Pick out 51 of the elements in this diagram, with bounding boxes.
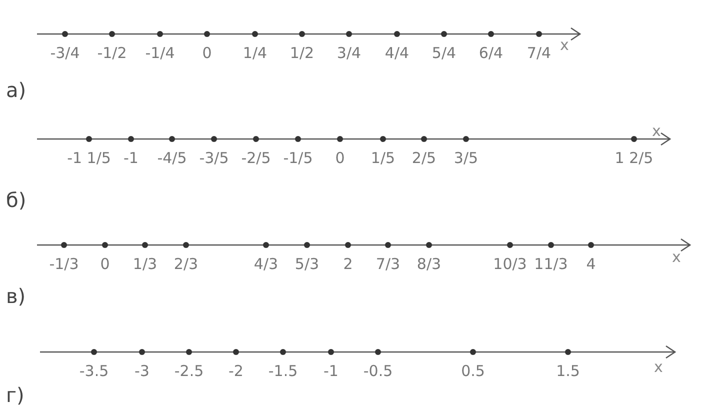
tick-label: 1/5 — [370, 151, 396, 166]
tick-label: 4/4 — [384, 46, 410, 61]
part-label: г) — [6, 385, 24, 405]
tick-label: -4/5 — [157, 151, 187, 166]
tick-label: -3/5 — [199, 151, 229, 166]
tick-label: -3/4 — [50, 46, 80, 61]
tick-label: 2 — [343, 257, 353, 272]
axis-label: x — [672, 250, 681, 265]
tick-label: -2.5 — [174, 364, 204, 379]
tick-label: 0 — [335, 151, 345, 166]
tick-label: -1 — [124, 151, 138, 166]
tick-label: -1/3 — [49, 257, 79, 272]
tick-label: -2 — [228, 364, 244, 379]
tick-label: 0 — [202, 46, 212, 61]
tick-label: 4/3 — [254, 257, 278, 272]
part-label: а) — [6, 80, 26, 100]
axis-label: x — [560, 38, 569, 53]
axis-label: x — [652, 124, 661, 139]
tick-label: 4 — [586, 257, 596, 272]
tick-label: 2/3 — [174, 257, 198, 272]
tick-label: -1 — [324, 364, 338, 379]
tick-label: 6/4 — [478, 46, 504, 61]
tick-label: 10/3 — [493, 257, 527, 272]
tick-label: -0.5 — [363, 364, 393, 379]
tick-label: -3 — [134, 364, 150, 379]
tick-label: -1/5 — [283, 151, 313, 166]
tick-label: -1/4 — [145, 46, 175, 61]
tick-label: 1/4 — [242, 46, 268, 61]
tick-label: 0.5 — [461, 364, 485, 379]
tick-label: 5/3 — [294, 257, 320, 272]
tick-label: -1 1/5 — [67, 151, 111, 166]
tick-label: 3/4 — [336, 46, 362, 61]
tick-label: 8/3 — [416, 257, 442, 272]
part-label: в) — [6, 286, 26, 306]
tick-label: 3/5 — [454, 151, 478, 166]
tick-label: 1/3 — [132, 257, 158, 272]
tick-label: 7/4 — [526, 46, 552, 61]
tick-label: 2/5 — [412, 151, 436, 166]
tick-label: -1/2 — [97, 46, 127, 61]
tick-label: 1 2/5 — [614, 151, 654, 166]
axis-label: x — [654, 360, 663, 375]
tick-label: 7/3 — [376, 257, 400, 272]
tick-label: 5/4 — [432, 46, 456, 61]
tick-label: 0 — [100, 257, 110, 272]
tick-label: -2/5 — [241, 151, 271, 166]
part-label: б) — [6, 190, 26, 210]
tick-label: -3.5 — [79, 364, 109, 379]
tick-label: 11/3 — [534, 257, 568, 272]
tick-label: 1/2 — [290, 46, 314, 61]
tick-label: 1.5 — [556, 364, 580, 379]
tick-label: -1.5 — [268, 364, 298, 379]
